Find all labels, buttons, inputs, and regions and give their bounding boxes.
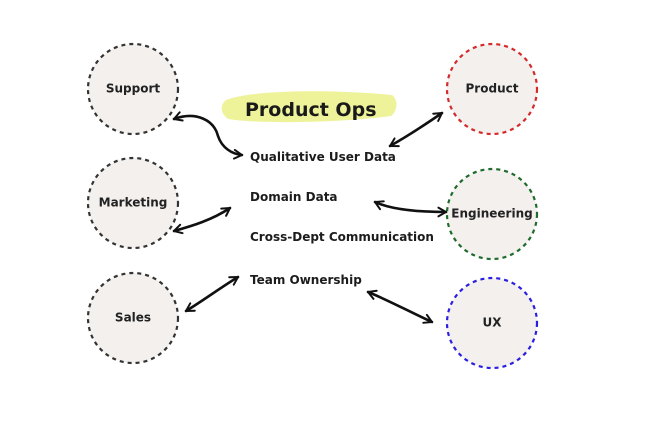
node-label-support: Support xyxy=(106,82,161,96)
node-engineering: Engineering xyxy=(445,167,539,261)
node-ux: UX xyxy=(445,276,539,370)
arrow-engineering-domain xyxy=(373,200,448,218)
node-support: Support xyxy=(86,42,180,136)
center-item-qualitative-user-data: Qualitative User Data xyxy=(250,150,396,164)
node-label-marketing: Marketing xyxy=(99,196,168,210)
node-circle-ux xyxy=(445,276,539,370)
node-circle-marketing xyxy=(86,156,180,250)
node-label-sales: Sales xyxy=(115,311,151,325)
arrow-sales-team xyxy=(184,275,240,313)
page-title: Product Ops xyxy=(245,99,377,121)
connections xyxy=(172,111,448,324)
arrow-marketing-domain xyxy=(172,206,232,235)
title-group: Product Ops xyxy=(221,91,397,123)
node-label-engineering: Engineering xyxy=(451,207,532,221)
center-items: Qualitative User Data Domain Data Cross-… xyxy=(250,150,434,287)
arrow-support-qualitative xyxy=(172,111,244,160)
node-sales: Sales xyxy=(86,271,180,365)
title-highlight xyxy=(221,91,397,123)
node-circle-engineering xyxy=(445,167,539,261)
node-circle-support xyxy=(86,42,180,136)
node-label-product: Product xyxy=(466,82,519,96)
center-item-domain-data: Domain Data xyxy=(250,190,338,204)
center-item-team-ownership: Team Ownership xyxy=(250,273,362,287)
node-product: Product xyxy=(445,42,539,136)
node-circle-sales xyxy=(86,271,180,365)
node-marketing: Marketing xyxy=(86,156,180,250)
center-item-cross-dept-communication: Cross-Dept Communication xyxy=(250,230,434,244)
node-circle-product xyxy=(445,42,539,136)
arrow-ux-team xyxy=(366,289,434,324)
arrow-product-qualitative xyxy=(388,111,444,148)
node-label-ux: UX xyxy=(483,316,503,330)
